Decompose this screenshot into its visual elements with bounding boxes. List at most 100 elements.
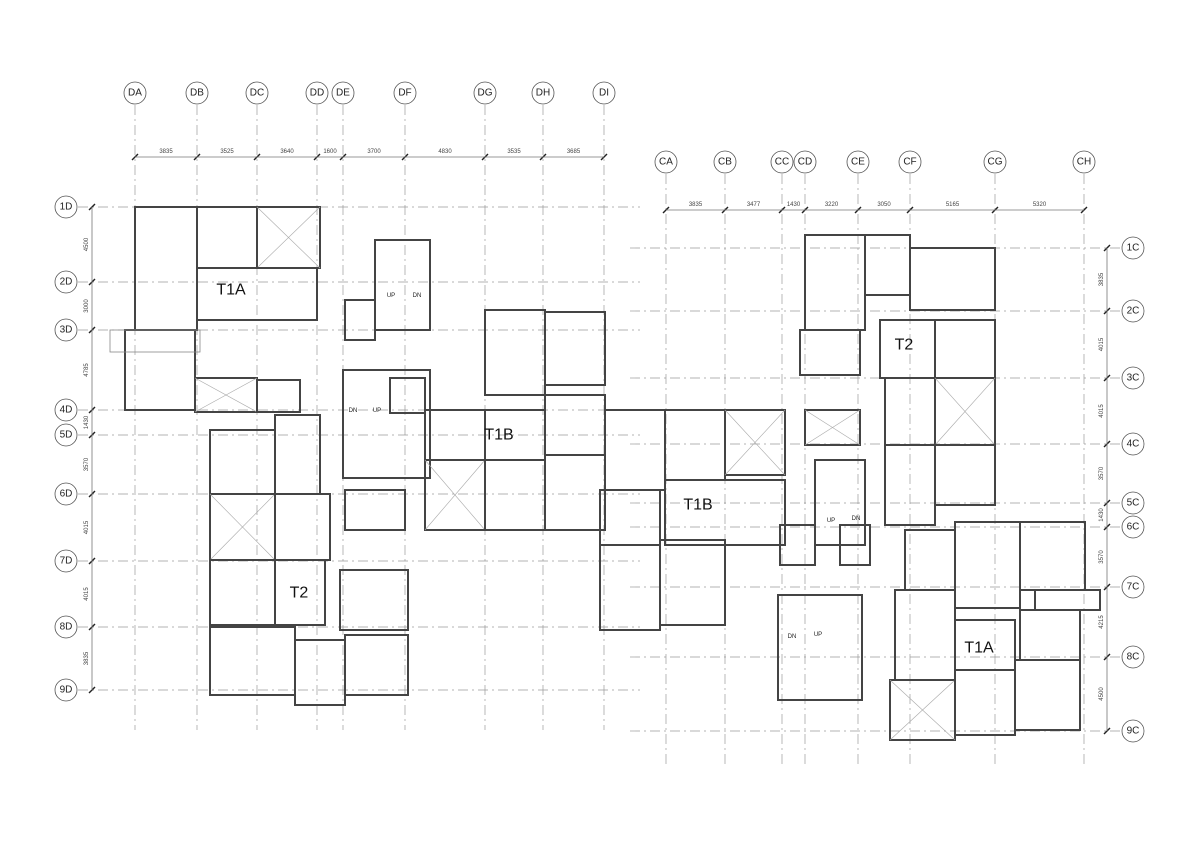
dimension-label: 4015 xyxy=(1099,404,1105,418)
dimension-label: 3525 xyxy=(220,149,234,155)
dimension-label: 4785 xyxy=(84,363,90,377)
unit-label-t2-right: T2 xyxy=(895,337,914,354)
dimension-label: 1430 xyxy=(787,202,801,208)
dimension-label: 1600 xyxy=(323,149,337,155)
dimension-label: 3050 xyxy=(877,202,891,208)
grid-label-cb: CB xyxy=(718,157,732,168)
stair-label: DN xyxy=(788,634,797,640)
grid-label-cg: CG xyxy=(988,157,1003,168)
unit-label-t1b-middle: T1B xyxy=(683,497,712,514)
grid-label-db: DB xyxy=(190,88,204,99)
grid-bubble xyxy=(983,150,1007,174)
dimension-label: 3685 xyxy=(567,149,581,155)
grid-bubble xyxy=(54,549,78,573)
grid-bubble xyxy=(770,150,794,174)
unit-label-t1a-right: T1A xyxy=(964,640,994,657)
grid-label-3d: 3D xyxy=(60,325,73,336)
unit-label-t1a-left: T1A xyxy=(216,282,246,299)
dimension-label: 5320 xyxy=(1033,202,1047,208)
grid-bubble xyxy=(531,81,555,105)
grid-bubble xyxy=(54,482,78,506)
grid-label-9d: 9D xyxy=(60,685,73,696)
grid-label-8d: 8D xyxy=(60,622,73,633)
dimension-label: 1430 xyxy=(84,415,90,429)
dimension-label: 3835 xyxy=(159,149,173,155)
dimension-label: 3835 xyxy=(1099,272,1105,286)
dimension-label: 3835 xyxy=(689,202,703,208)
grid-label-5c: 5C xyxy=(1127,498,1140,509)
grid-bubble xyxy=(1121,236,1145,260)
grid-label-8c: 8C xyxy=(1127,652,1140,663)
grid-bubble xyxy=(305,81,329,105)
grid-bubble xyxy=(331,81,355,105)
stair-label: DN xyxy=(349,408,358,414)
grid-bubble xyxy=(592,81,616,105)
unit-label-t2-left: T2 xyxy=(290,585,309,602)
grid-label-6c: 6C xyxy=(1127,522,1140,533)
grid-label-1c: 1C xyxy=(1127,243,1140,254)
grid-label-2d: 2D xyxy=(60,277,73,288)
grid-label-3c: 3C xyxy=(1127,373,1140,384)
dimension-label: 4015 xyxy=(1099,337,1105,351)
grid-bubble xyxy=(1121,491,1145,515)
dimension-label: 4830 xyxy=(438,149,452,155)
stair-label: DN xyxy=(852,516,861,522)
dimension-label: 3570 xyxy=(1099,550,1105,564)
dimension-label: 3835 xyxy=(84,651,90,665)
dimension-label: 1430 xyxy=(1099,508,1105,522)
grid-bubble xyxy=(1121,645,1145,669)
grid-label-dd: DD xyxy=(310,88,324,99)
grid-label-2c: 2C xyxy=(1127,306,1140,317)
grid-bubble xyxy=(54,423,78,447)
grid-bubble xyxy=(54,270,78,294)
grid-label-cf: CF xyxy=(903,157,916,168)
dimension-label: 3000 xyxy=(84,299,90,313)
grid-label-dc: DC xyxy=(250,88,264,99)
grid-label-9c: 9C xyxy=(1127,726,1140,737)
grid-label-6d: 6D xyxy=(60,489,73,500)
dimension-label: 4015 xyxy=(84,587,90,601)
stair-label: UP xyxy=(373,408,381,414)
grid-bubble xyxy=(1072,150,1096,174)
grid-label-7c: 7C xyxy=(1127,582,1140,593)
grid-bubble xyxy=(898,150,922,174)
dimension-label: 4015 xyxy=(84,520,90,534)
dimension-label: 3477 xyxy=(747,202,761,208)
grid-label-dh: DH xyxy=(536,88,550,99)
grid-label-1d: 1D xyxy=(60,202,73,213)
grid-bubble xyxy=(1121,299,1145,323)
grid-label-da: DA xyxy=(128,88,142,99)
grid-bubble xyxy=(185,81,209,105)
grid-label-de: DE xyxy=(336,88,350,99)
grid-bubble xyxy=(54,615,78,639)
grid-bubble xyxy=(1121,719,1145,743)
grid-label-dg: DG xyxy=(478,88,493,99)
grid-bubble xyxy=(245,81,269,105)
unit-label-t1b-left: T1B xyxy=(484,427,513,444)
grid-bubble xyxy=(123,81,147,105)
grid-bubble xyxy=(54,195,78,219)
dimension-label: 3570 xyxy=(84,457,90,471)
stair-label: UP xyxy=(827,518,835,524)
dimension-label: 4215 xyxy=(1099,615,1105,629)
grid-label-ch: CH xyxy=(1077,157,1091,168)
grid-label-cd: CD xyxy=(798,157,812,168)
grid-bubble xyxy=(393,81,417,105)
dimension-label: 3570 xyxy=(1099,466,1105,480)
grid-bubble xyxy=(713,150,737,174)
grid-label-cc: CC xyxy=(775,157,789,168)
dimension-label: 3700 xyxy=(367,149,381,155)
grid-label-4c: 4C xyxy=(1127,439,1140,450)
grid-bubble xyxy=(1121,366,1145,390)
dimension-label: 3640 xyxy=(280,149,294,155)
stair-label: DN xyxy=(413,293,422,299)
grid-label-7d: 7D xyxy=(60,556,73,567)
grid-label-ce: CE xyxy=(851,157,865,168)
grid-bubble xyxy=(54,398,78,422)
grid-label-5d: 5D xyxy=(60,430,73,441)
stair-label: UP xyxy=(387,293,395,299)
dimension-label: 4500 xyxy=(1099,687,1105,701)
grid-bubble xyxy=(1121,515,1145,539)
grid-bubble xyxy=(654,150,678,174)
